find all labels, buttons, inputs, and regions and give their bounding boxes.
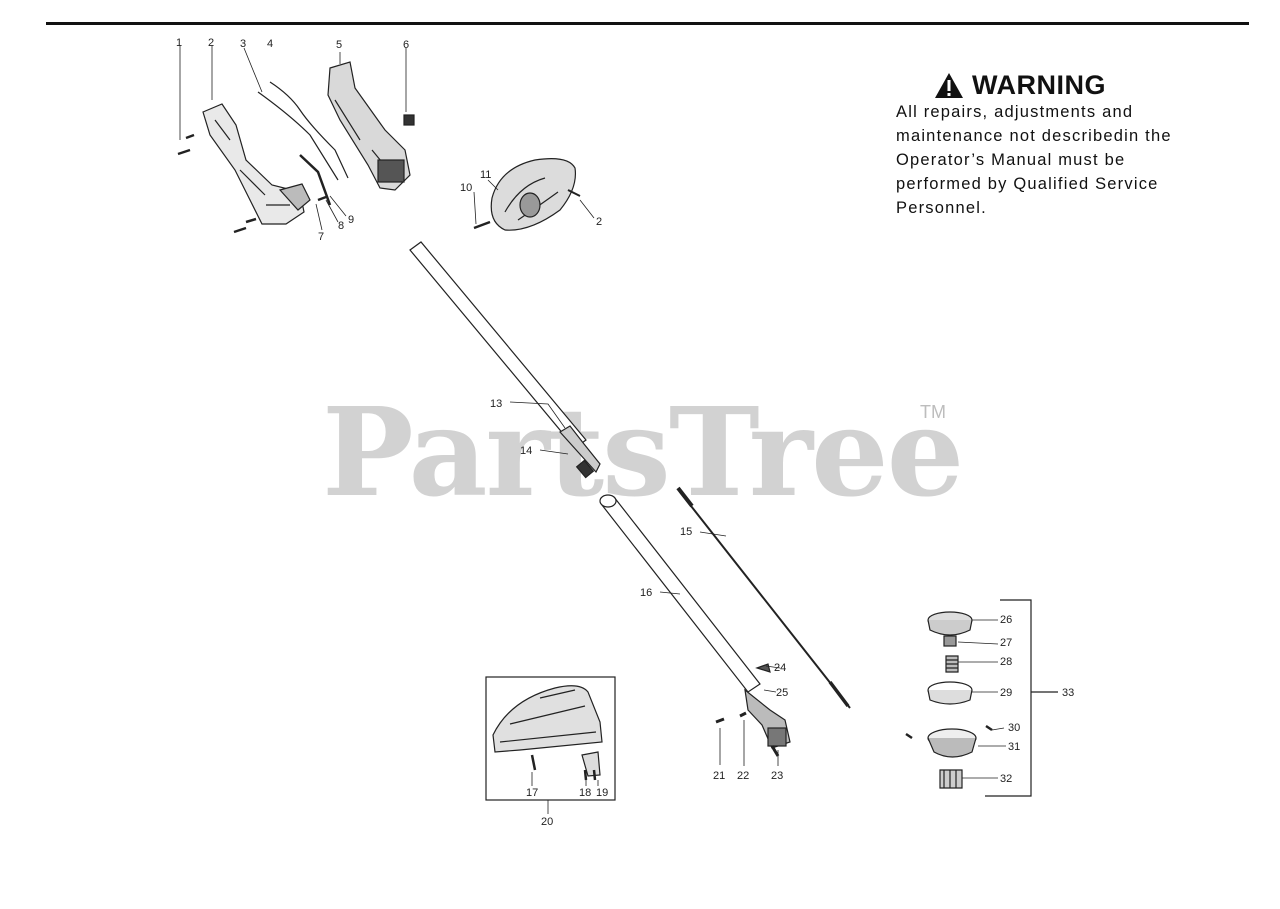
guard-part xyxy=(492,685,603,781)
warning-triangle-icon xyxy=(935,72,963,98)
callout-33: 33 xyxy=(1062,687,1075,699)
callout-18: 18 xyxy=(579,787,592,799)
callout-5: 5 xyxy=(336,39,343,51)
warning-title: WARNING xyxy=(934,70,1236,100)
upper-shaft-part xyxy=(409,241,601,479)
warning-text: All repairs, adjustments and maintenance… xyxy=(896,103,1172,217)
callout-21: 21 xyxy=(713,770,726,782)
callout-8: 8 xyxy=(338,220,345,232)
callout-23: 23 xyxy=(771,770,784,782)
drive-shaft-part xyxy=(676,486,851,709)
callout-14: 14 xyxy=(520,445,533,457)
callout-29: 29 xyxy=(1000,687,1013,699)
handle-right-part xyxy=(327,61,411,191)
callout-3: 3 xyxy=(240,38,247,50)
callout-6: 6 xyxy=(403,39,410,51)
gear-head-part xyxy=(715,663,791,757)
warning-block: WARNING All repairs, adjustments and mai… xyxy=(896,70,1236,220)
callout-22: 22 xyxy=(737,770,750,782)
callout-16: 16 xyxy=(640,587,653,599)
callout-7: 7 xyxy=(318,231,325,243)
watermark-brand: PartsTree xyxy=(322,380,964,524)
callout-28: 28 xyxy=(1000,656,1013,668)
callout-26: 26 xyxy=(1000,614,1013,626)
callout-1: 1 xyxy=(176,37,183,49)
guard-box xyxy=(485,676,616,801)
callout-11: 11 xyxy=(480,169,492,181)
callout-19: 19 xyxy=(596,787,609,799)
top-rule xyxy=(46,22,1249,25)
callout-32: 32 xyxy=(1000,773,1013,785)
callout-9: 9 xyxy=(348,214,355,226)
callout-2: 2 xyxy=(208,37,215,49)
callout-20: 20 xyxy=(541,816,554,828)
watermark-tm: TM xyxy=(920,402,946,422)
trigger-cable xyxy=(257,81,349,206)
callout-10: 10 xyxy=(460,182,473,194)
switch-part xyxy=(403,114,415,126)
callout-17: 17 xyxy=(526,787,539,799)
motor-housing-part xyxy=(490,158,581,231)
callout-2b: 2 xyxy=(596,216,603,228)
callout-15: 15 xyxy=(680,526,693,538)
callout-25: 25 xyxy=(776,687,789,699)
callout-27: 27 xyxy=(1000,637,1013,649)
handle-left-part xyxy=(202,103,311,225)
callout-31: 31 xyxy=(1008,741,1021,753)
spool-assembly-part xyxy=(905,611,993,789)
warning-title-text: WARNING xyxy=(972,70,1106,100)
callout-24: 24 xyxy=(774,662,787,674)
lower-shaft-part xyxy=(599,494,761,693)
callout-4: 4 xyxy=(267,38,274,50)
callout-30: 30 xyxy=(1008,722,1021,734)
callout-13: 13 xyxy=(490,398,503,410)
